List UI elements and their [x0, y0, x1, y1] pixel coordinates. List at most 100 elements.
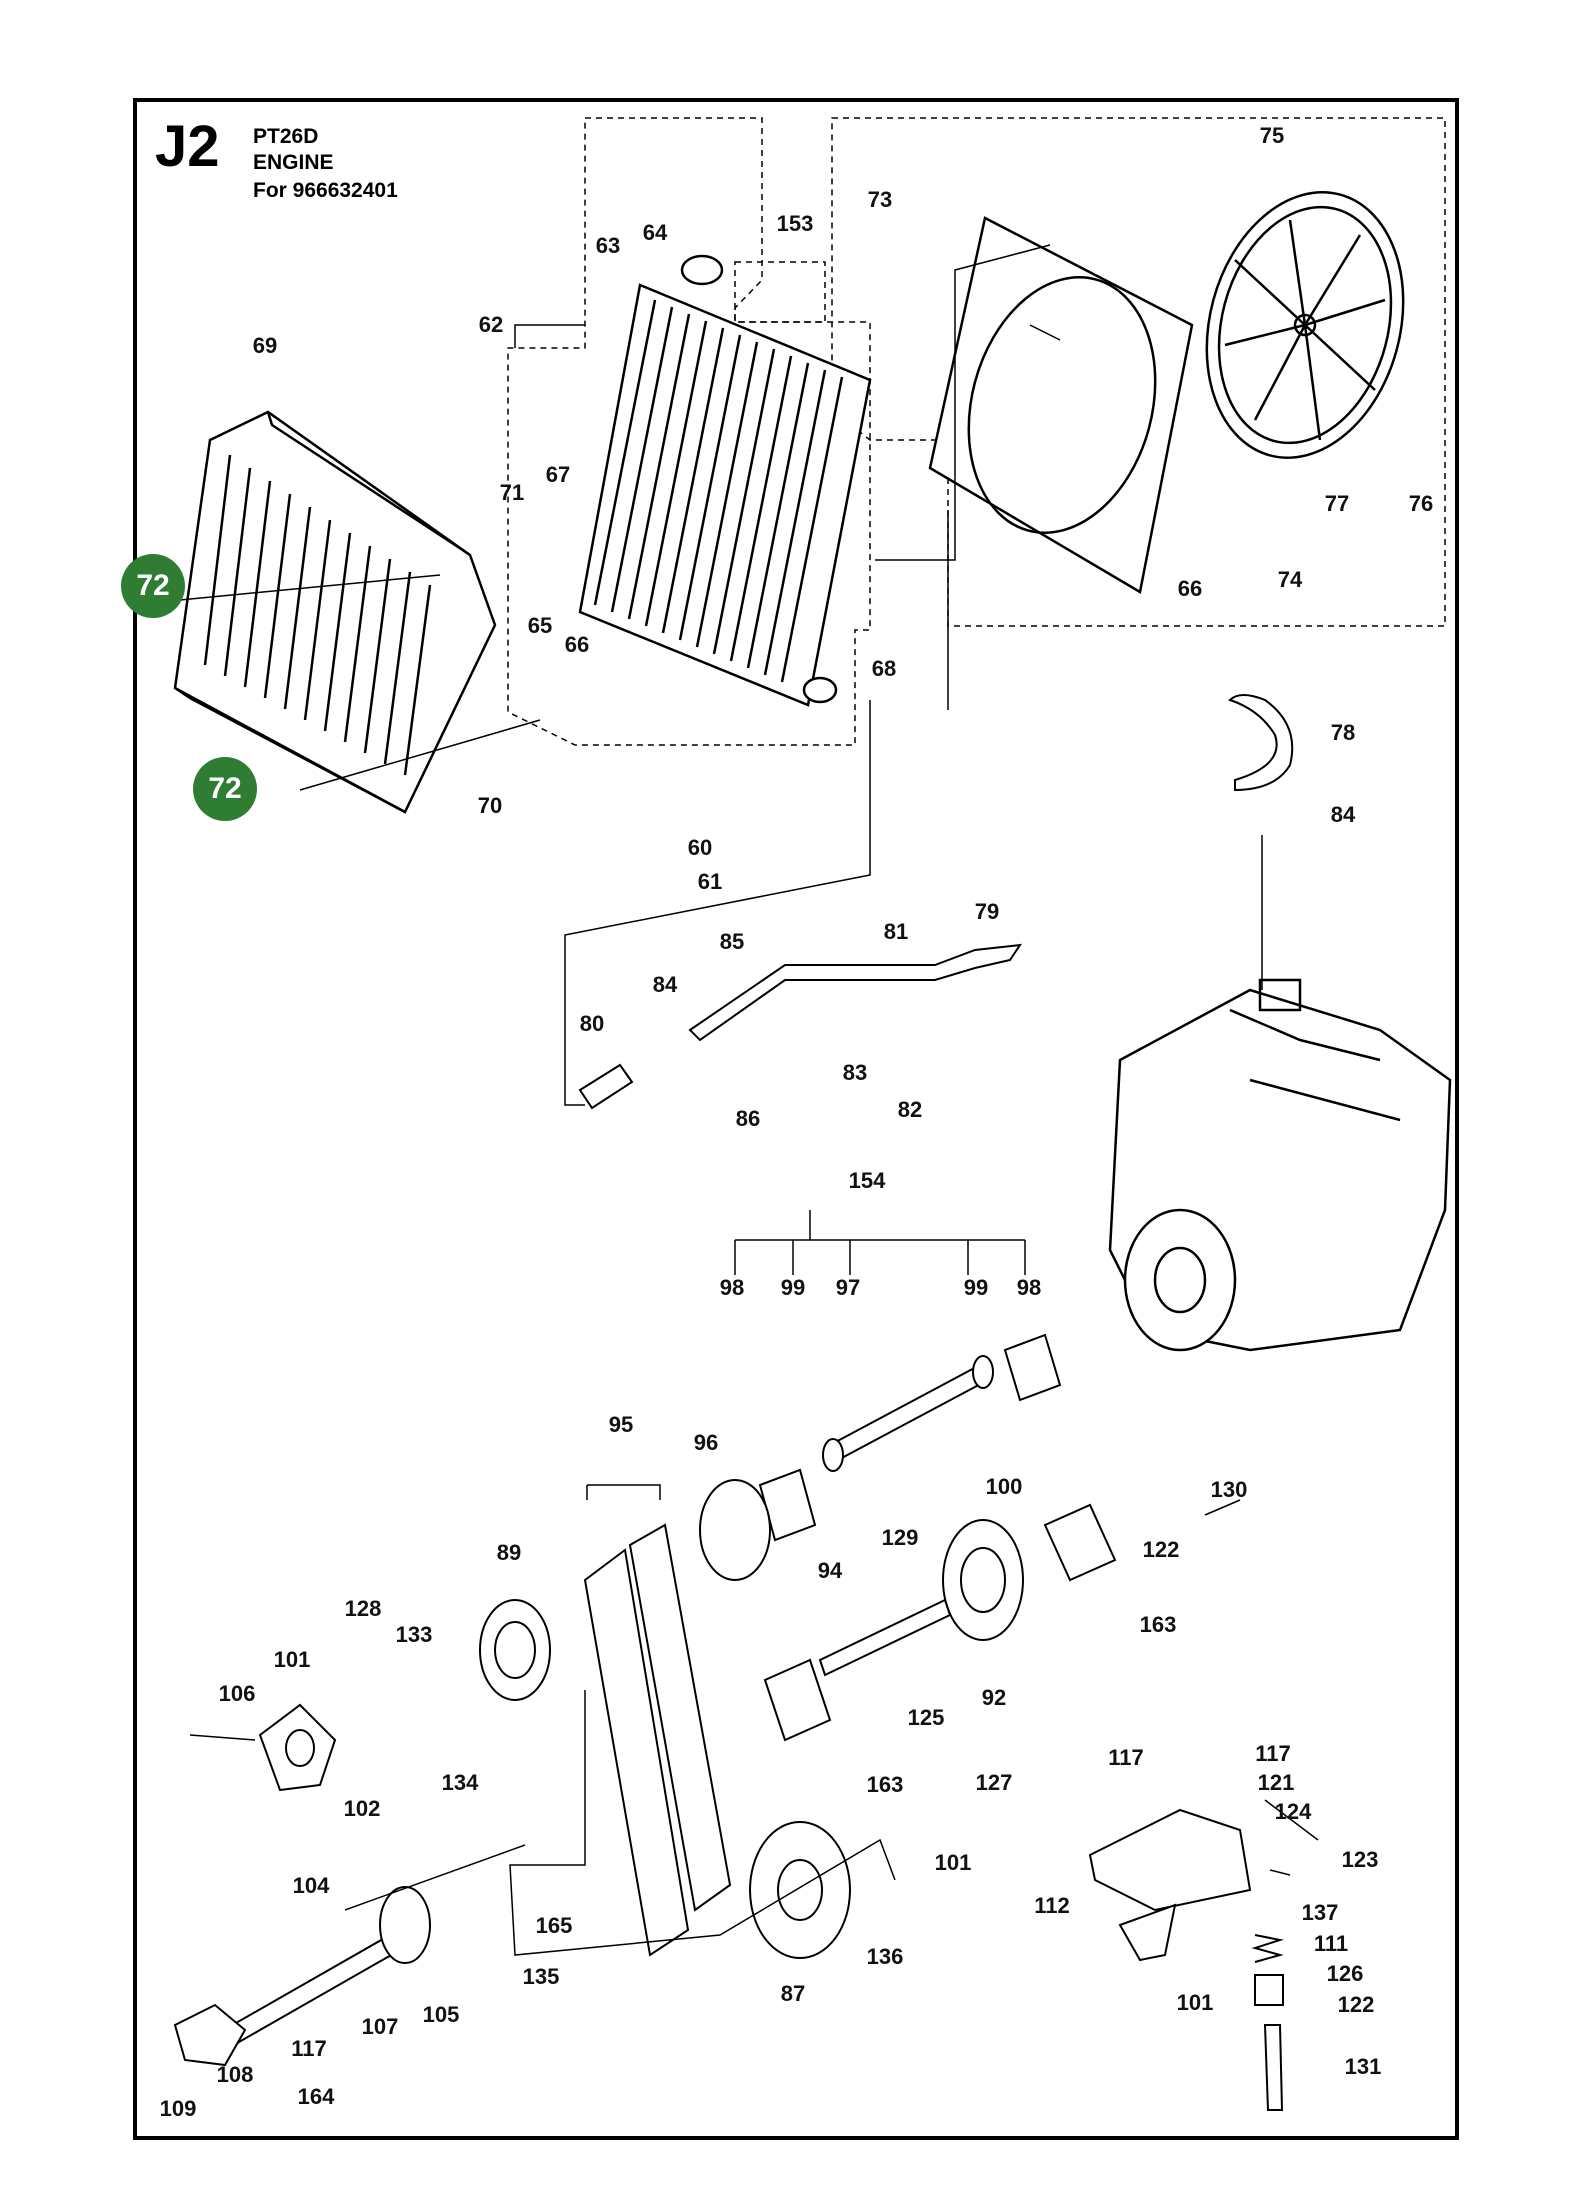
drive-plate: [699, 1479, 771, 1581]
group-name: ENGINE: [253, 151, 334, 174]
pulley-92: [942, 1519, 1024, 1641]
callout-66-upper: 66: [1177, 576, 1203, 601]
callout-98-right: 98: [1016, 1275, 1042, 1300]
rod-131: [1263, 2024, 1284, 2111]
callout-127: 127: [975, 1770, 1013, 1795]
callout-154: 154: [848, 1168, 886, 1193]
callout-69: 69: [252, 333, 278, 358]
callout-122-upper: 122: [1142, 1537, 1180, 1562]
callout-117-lower: 117: [291, 2036, 327, 2061]
callout-85: 85: [719, 929, 745, 954]
callout-131: 131: [1344, 2054, 1382, 2079]
callout-136: 136: [866, 1944, 904, 1969]
callout-84-upper: 84: [1330, 802, 1356, 827]
callout-123: 123: [1341, 1847, 1379, 1872]
section-code: J2: [155, 114, 220, 179]
flange-104: [258, 1703, 337, 1792]
fan-shroud: [928, 216, 1194, 594]
hub-105: [379, 1886, 431, 1964]
callout-122-lower: 122: [1337, 1992, 1375, 2017]
highlight-badge-72-upper: 72: [121, 554, 185, 618]
callout-135: 135: [522, 1964, 560, 1989]
pulley-shaft: [818, 1598, 952, 1677]
callout-137: 137: [1301, 1900, 1339, 1925]
callout-104: 104: [292, 1873, 330, 1898]
callout-96: 96: [693, 1430, 719, 1455]
callout-128: 128: [344, 1596, 382, 1621]
callout-134: 134: [441, 1770, 479, 1795]
callout-86: 86: [735, 1106, 761, 1131]
coupling-right: [1003, 1333, 1062, 1402]
callout-71: 71: [499, 480, 525, 505]
callout-129: 129: [881, 1525, 919, 1550]
radiator-group-box: [507, 117, 871, 746]
highlight-badge-72-lower: 72: [193, 757, 257, 821]
model-name: PT26D: [253, 125, 319, 148]
callout-117-bracket: 117: [1108, 1745, 1144, 1770]
callout-124: 124: [1274, 1799, 1312, 1824]
callout-112: 112: [1034, 1893, 1070, 1918]
callout-101-left: 101: [273, 1647, 311, 1672]
belt-1: [583, 1548, 690, 1957]
callout-84-lower: 84: [652, 972, 678, 997]
callout-125: 125: [907, 1705, 945, 1730]
callout-95: 95: [608, 1412, 634, 1437]
callout-130: 130: [1210, 1477, 1248, 1502]
hose-80: [578, 1063, 634, 1110]
callout-97: 97: [835, 1275, 861, 1300]
upper-hose: [1228, 694, 1294, 792]
callout-101-lower: 101: [1176, 1990, 1214, 2015]
callout-102: 102: [343, 1796, 381, 1821]
callout-79: 79: [974, 899, 1000, 924]
bearing-block-upper: [1043, 1503, 1117, 1582]
radiator-core: [578, 254, 872, 707]
diagram-frame: [133, 98, 1459, 2140]
callout-101-middle: 101: [934, 1850, 972, 1875]
lever-112: [1118, 1903, 1177, 1962]
callout-99-left: 99: [780, 1275, 806, 1300]
cooling-fan: [1205, 191, 1405, 459]
radiator-guard: [173, 410, 497, 814]
engine-block: [1108, 978, 1452, 1352]
callout-63: 63: [595, 233, 621, 258]
callout-98-left: 98: [719, 1275, 745, 1300]
callout-126: 126: [1326, 1961, 1364, 1986]
callout-74: 74: [1277, 567, 1303, 592]
lower-hose: [688, 943, 1023, 1042]
pulley-89: [479, 1599, 551, 1701]
callout-64: 64: [642, 220, 668, 245]
callout-105: 105: [422, 2002, 460, 2027]
callout-81: 81: [883, 919, 909, 944]
callout-77: 77: [1324, 491, 1350, 516]
clutch-136: [749, 1821, 851, 1959]
callout-68: 68: [871, 656, 897, 681]
callout-87: 87: [780, 1981, 806, 2006]
callout-107: 107: [361, 2014, 399, 2039]
callout-99-right: 99: [963, 1275, 989, 1300]
callout-78: 78: [1330, 720, 1356, 745]
callout-82: 82: [897, 1097, 923, 1122]
callout-92: 92: [981, 1685, 1007, 1710]
flange-108: [173, 2003, 247, 2067]
callout-60: 60: [687, 835, 713, 860]
callout-94: 94: [817, 1558, 843, 1583]
callout-75: 75: [1259, 123, 1285, 148]
callout-108: 108: [216, 2062, 254, 2087]
callout-163-upper: 163: [1139, 1612, 1177, 1637]
callout-89: 89: [496, 1540, 522, 1565]
callout-106: 106: [218, 1681, 256, 1706]
callout-76: 76: [1408, 491, 1434, 516]
callout-67: 67: [545, 462, 571, 487]
callout-109: 109: [159, 2096, 197, 2121]
callout-163-lower: 163: [866, 1772, 904, 1797]
drive-shaft: [828, 1363, 990, 1462]
bracket-124: [1088, 1808, 1252, 1912]
callout-62: 62: [478, 312, 504, 337]
callout-164: 164: [297, 2084, 335, 2109]
callout-61: 61: [697, 869, 723, 894]
callout-70: 70: [477, 793, 503, 818]
callout-165: 165: [535, 1913, 573, 1938]
callout-153: 153: [776, 211, 814, 236]
callout-80: 80: [579, 1011, 605, 1036]
